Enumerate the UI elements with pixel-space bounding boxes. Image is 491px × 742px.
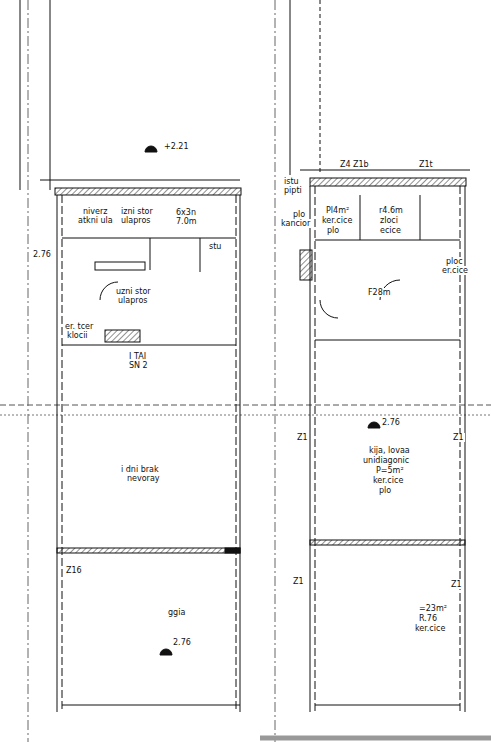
room-label: ploc [445,257,464,266]
room-label: Z1 [450,580,463,589]
room-label: i dni brak [120,465,160,474]
room-label: plo [326,226,340,235]
room-label: I TAI [128,352,147,361]
room-label: klocii [66,331,89,340]
room-label: Z1t [418,160,434,169]
room-label: ecice [379,226,402,235]
room-label: niverz [82,207,108,216]
room-label: Z16 [65,566,83,575]
room-label: ggia [167,608,186,617]
room-label: ulapros [117,296,148,305]
room-label: nevoray [126,474,161,483]
room-label: R.76 [418,614,438,623]
room-label: Z1b [352,160,370,169]
room-label: 2.76 [32,250,52,259]
room-label: stu [208,242,222,251]
room-label: +2.21 [163,142,190,151]
room-label: ulapros [120,216,151,225]
room-label: 2.76 [381,418,401,427]
room-label: kancior [280,219,311,228]
room-label: pipti [283,186,303,195]
room-label: ker.cice [414,624,446,633]
room-label: ker.cice [321,216,353,225]
room-label: zloci [379,216,399,225]
room-label: Z1 [452,433,465,442]
room-label: istu [283,177,300,186]
room-label: =23m² [418,604,448,613]
room-label: kija, lovaa [368,446,411,455]
room-label: Z1 [292,577,305,586]
room-label: Pl4m² [325,206,350,215]
room-label: r4.6m [378,206,404,215]
room-label: 6x3n [175,208,197,217]
room-label: atkni ula [77,216,114,225]
room-label: Z4 [339,160,352,169]
room-label: 2.76 [172,638,192,647]
room-label: Z1 [296,433,309,442]
room-label: er.cice [441,266,469,275]
room-label: plo [292,210,306,219]
room-label: izni stor [120,207,154,216]
room-label: plo [378,486,392,495]
room-label: F28m [367,288,392,297]
room-label: SN 2 [128,361,149,370]
room-label: P=5m² [375,466,405,475]
room-label: unidiagonic [362,456,410,465]
room-label: ker.cice [372,476,404,485]
room-label: er. tcer [64,322,94,331]
room-label: uzni stor [115,287,152,296]
room-label: 7.0m [175,217,198,226]
